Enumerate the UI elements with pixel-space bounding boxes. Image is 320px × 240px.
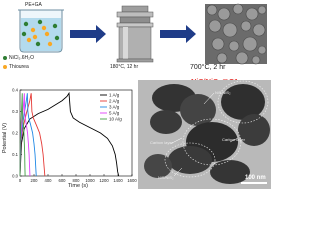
series-line	[19, 93, 26, 177]
precursor-label: PE+GA	[25, 2, 42, 8]
process-arrow-1	[70, 25, 106, 43]
scale-bar	[241, 182, 267, 184]
x-tick-label: 600	[59, 178, 67, 183]
legend-dot-thiourea	[3, 65, 7, 69]
scale-bar-label: 100 nm	[245, 175, 266, 181]
sem-particle	[208, 19, 222, 33]
tem-particles	[144, 84, 270, 184]
legend-label: 10 A/g	[109, 117, 122, 122]
y-tick-label: 0.0	[12, 174, 18, 179]
precursor-particle	[32, 34, 38, 40]
x-tick-label: 800	[73, 178, 81, 183]
x-tick-label: 1200	[99, 178, 109, 183]
sem-particle	[228, 40, 240, 52]
precursor-particle	[30, 27, 36, 33]
precursor-particle	[35, 41, 41, 47]
precursor-particle	[54, 35, 60, 41]
x-tick-label: 1400	[113, 178, 123, 183]
carbon-layer-outlines	[164, 80, 269, 178]
sem-particle	[252, 23, 266, 37]
figure: PE+GA NiCl₂.6H₂O Thiourea 180°C, 12 hr 7…	[2, 2, 271, 190]
precursor-particle	[44, 31, 50, 37]
tem-image	[138, 80, 271, 189]
x-tick-label: 1600	[127, 178, 137, 183]
legend-label-thiourea: Thiourea	[9, 64, 29, 70]
x-axis-label: Time (s)	[68, 183, 88, 189]
beaker-icon	[18, 9, 64, 53]
x-tick-label: 200	[31, 178, 39, 183]
sem-particle	[251, 55, 261, 65]
sem-particle	[235, 51, 249, 65]
series-line	[19, 91, 120, 177]
sem-particle	[222, 22, 238, 38]
legend-label: 5 A/g	[109, 111, 120, 116]
precursor-particle	[41, 25, 47, 31]
precursor-particle	[47, 41, 53, 47]
precursor-particle	[23, 21, 29, 27]
sem-particle	[257, 45, 267, 55]
tem-label-nis-1: NiS/NiS₂	[215, 90, 231, 95]
x-tick-label: 0	[19, 178, 22, 183]
sem-particle	[245, 7, 259, 21]
sem-particle	[206, 4, 218, 16]
legend-dot-nicl2	[3, 56, 7, 60]
gcd-chart: 0 200 400 600 800 1000 1200 1400 1600 0.0 0.1 0.2 0.…	[2, 88, 137, 190]
x-tick-label: 1000	[85, 178, 95, 183]
y-axis-label: Potential (V)	[2, 123, 8, 153]
sem-particle	[211, 37, 225, 51]
hydrothermal-condition: 180°C, 12 hr	[110, 64, 139, 70]
sem-particle	[217, 7, 231, 21]
legend-label: 1 A/g	[109, 93, 120, 98]
precursor-particle	[26, 37, 32, 43]
series-line	[19, 93, 31, 177]
annealing-condition: 700°C, 2 hr	[190, 64, 226, 71]
sem-image	[205, 3, 267, 65]
tem-label-carbon-2: Carbon layer	[222, 137, 245, 142]
legend-label: 3 A/g	[109, 105, 120, 110]
process-arrow-2	[160, 25, 196, 43]
chem-legend-markers	[3, 56, 7, 69]
legend-label-nicl2: NiCl₂.6H₂O	[9, 55, 34, 61]
legend-label: 2 A/g	[109, 99, 120, 104]
sem-particle	[257, 5, 267, 15]
sem-particle	[240, 20, 252, 32]
precursor-particles	[21, 19, 60, 47]
sem-particle	[216, 52, 228, 64]
series-line	[19, 93, 37, 177]
tem-label-nis-2: NiS/NiS₂	[158, 175, 174, 180]
y-tick-label: 0.1	[12, 152, 18, 157]
tem-pointers	[169, 92, 239, 177]
sem-particle	[232, 3, 244, 15]
precursor-particle	[21, 31, 27, 37]
y-tick-label: 0.4	[12, 88, 18, 93]
precursor-particle	[52, 23, 58, 29]
x-tick-label: 400	[45, 178, 53, 183]
y-tick-label: 0.2	[12, 131, 18, 136]
synthesis-scheme	[18, 3, 267, 65]
sem-particle	[242, 36, 258, 52]
precursor-particle	[37, 19, 43, 25]
autoclave-icon	[116, 5, 154, 63]
y-tick-label: 0.3	[12, 109, 18, 114]
tem-label-carbon-1: Carbon layer	[150, 140, 173, 145]
